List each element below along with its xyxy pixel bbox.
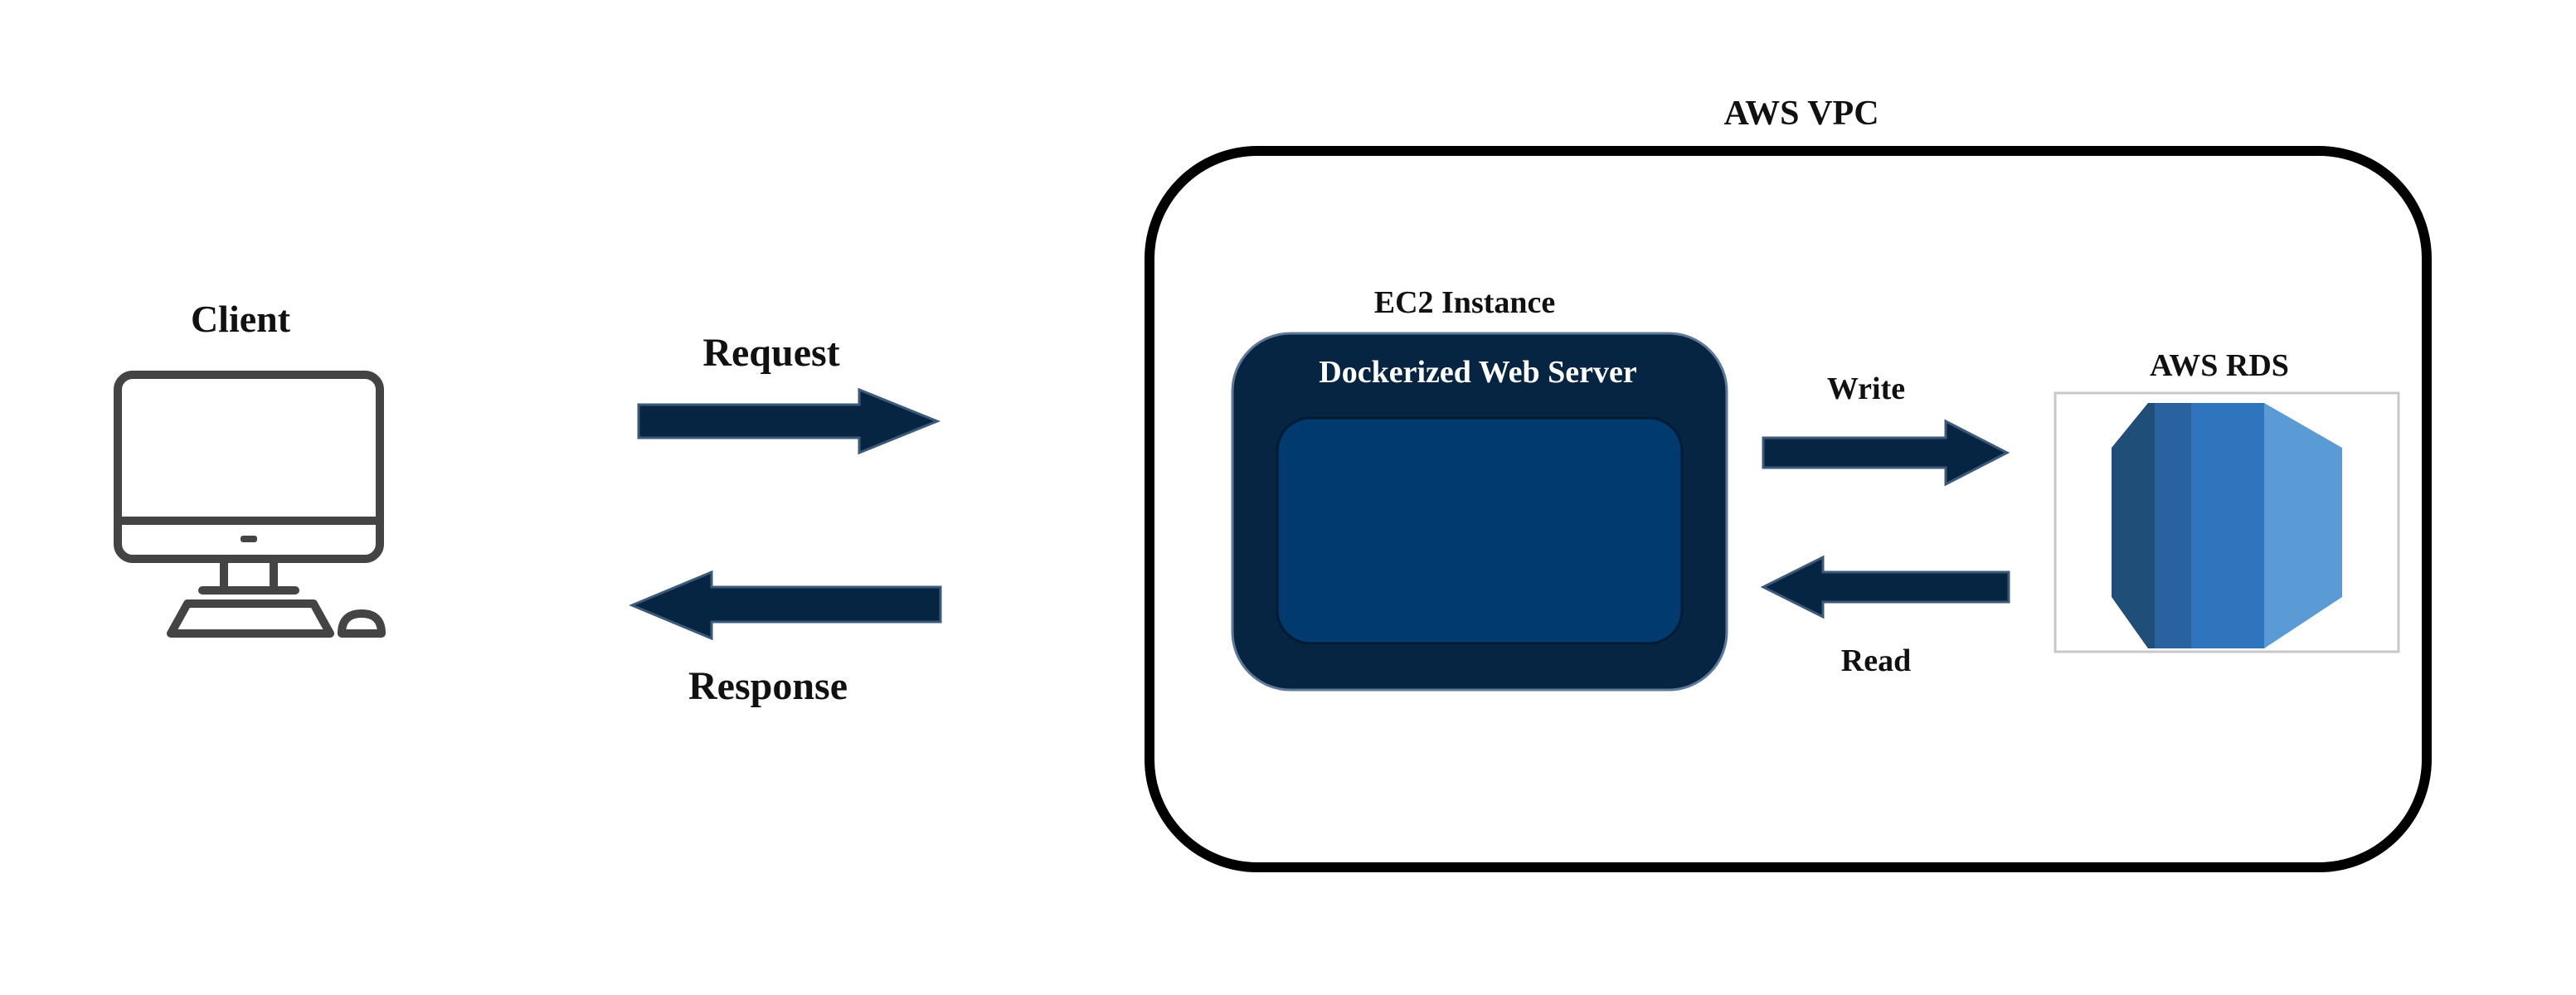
read-arrow <box>1760 555 2010 619</box>
desktop-computer-icon <box>114 371 386 638</box>
write-label: Write <box>1826 371 1906 406</box>
vpc-label: AWS VPC <box>1723 95 1879 133</box>
rds-label: AWS RDS <box>2150 348 2289 383</box>
monitor-power-dot <box>241 536 257 542</box>
ec2-label: EC2 Instance <box>1373 285 1556 320</box>
response-label: Response <box>688 664 848 708</box>
aws-rds-database-icon <box>2112 403 2342 648</box>
read-label: Read <box>1840 643 1912 678</box>
request-label: Request <box>702 331 840 375</box>
web-server-label: Dockerized Web Server <box>1319 355 1637 390</box>
write-arrow <box>1762 419 2010 487</box>
request-arrow <box>637 387 941 455</box>
web-server-inner-box <box>1276 416 1684 645</box>
client-label: Client <box>190 298 291 340</box>
response-arrow <box>629 570 942 641</box>
